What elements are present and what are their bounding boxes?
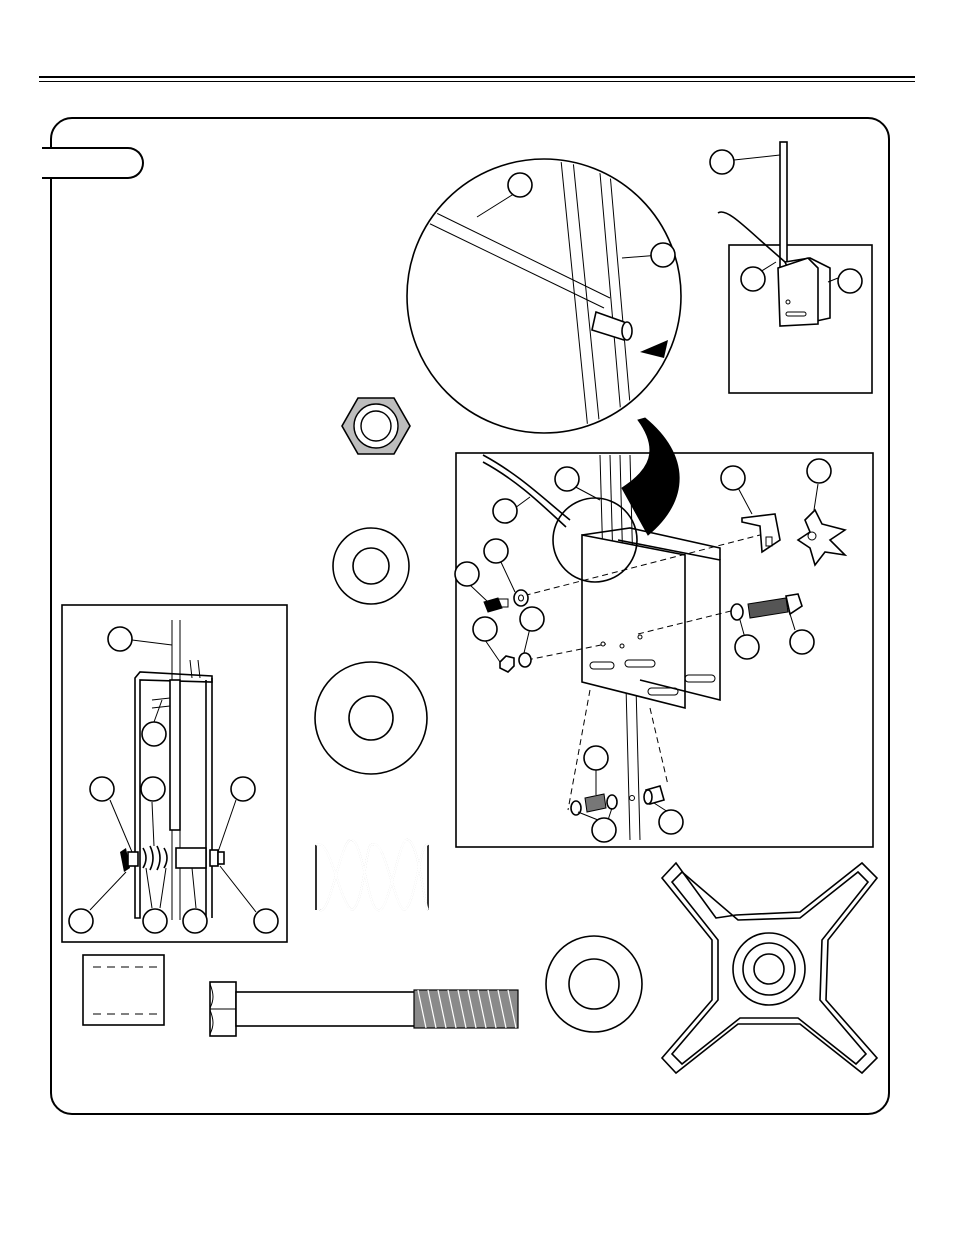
figure-tab xyxy=(42,147,144,179)
callout xyxy=(454,561,480,587)
hex-nut xyxy=(341,397,411,455)
callout xyxy=(658,809,684,835)
callout xyxy=(740,266,766,292)
callout xyxy=(583,745,609,771)
left-assembly xyxy=(61,604,288,943)
callout xyxy=(492,498,518,524)
zoom-connector xyxy=(621,417,680,536)
callout xyxy=(734,634,760,660)
callout xyxy=(182,908,208,934)
flat-washer-medium xyxy=(545,935,643,1033)
header-rule-top xyxy=(39,76,915,78)
callout xyxy=(483,538,509,564)
callout xyxy=(806,458,832,484)
callout xyxy=(140,776,166,802)
star-knob xyxy=(660,861,879,1075)
callout xyxy=(837,268,863,294)
callout xyxy=(253,908,279,934)
callout xyxy=(89,776,115,802)
callout xyxy=(68,908,94,934)
callout xyxy=(591,817,617,843)
flat-washer-small xyxy=(332,527,410,605)
callout xyxy=(141,721,167,747)
callout xyxy=(230,776,256,802)
figure-frame xyxy=(50,117,890,1115)
callout xyxy=(519,606,545,632)
spacer-bushing xyxy=(82,954,165,1026)
flat-washer-large xyxy=(314,661,428,775)
zoom-detail xyxy=(406,158,682,536)
callout xyxy=(789,629,815,655)
callout xyxy=(650,242,676,268)
callout xyxy=(507,172,533,198)
header-rule-bottom xyxy=(39,81,915,82)
top-right-inset xyxy=(709,141,873,394)
parts-legend xyxy=(82,397,879,1075)
callout xyxy=(107,626,133,652)
callout xyxy=(554,466,580,492)
callout xyxy=(472,616,498,642)
compression-spring xyxy=(315,839,429,912)
main-assembly xyxy=(454,452,874,848)
direction-arrow xyxy=(640,340,668,358)
callout xyxy=(720,465,746,491)
hex-bolt xyxy=(209,981,519,1037)
callout xyxy=(142,908,168,934)
callout xyxy=(709,149,735,175)
